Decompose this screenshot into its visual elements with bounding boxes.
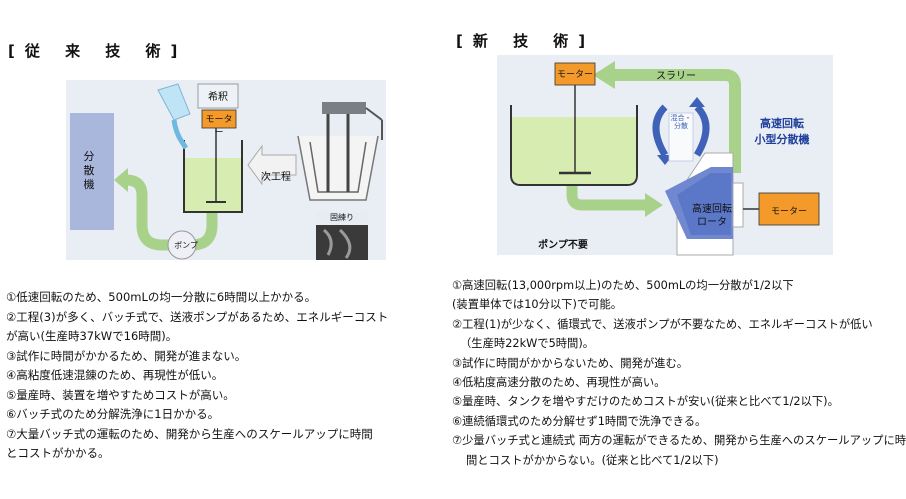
old-tech-title: [従 来 技 術] bbox=[8, 42, 188, 60]
mixing-dispersion-label: 混合・分散 bbox=[670, 114, 692, 130]
old-tank-liquid bbox=[185, 158, 241, 211]
high-speed-rotor bbox=[665, 152, 744, 256]
pump-icon bbox=[167, 230, 197, 260]
new-tech-diagram bbox=[497, 55, 833, 256]
new-motor-top-label: モーター bbox=[556, 70, 593, 80]
dilution-label: 希釈 bbox=[208, 92, 228, 103]
new-tech-description: ①高速回転(13,000rpm以上)のため、500mLの均一分散が1/2以下 (… bbox=[452, 276, 906, 470]
new-motor-right-label: モーター bbox=[770, 207, 807, 217]
new-line-2: (装置単体では10分以下)で可能。 bbox=[452, 298, 623, 312]
new-line-10: 間とコストがかからない。(従来と比べて1/2以下) bbox=[466, 453, 719, 467]
beaker-icon bbox=[157, 83, 191, 121]
next-process-label: 次工程 bbox=[261, 172, 291, 183]
new-line-1: ①高速回転(13,000rpm以上)のため、500mLの均一分散が1/2以下 bbox=[452, 279, 794, 292]
old-motor-label: モーター bbox=[205, 115, 233, 138]
old-line-6: ⑤量産時、装置を増やすためコストが高い。 bbox=[6, 387, 235, 402]
old-line-4: ③試作に時間がかかるため、開発が進まない。 bbox=[6, 348, 247, 363]
old-tech-description: ①低速回転のため、500mLの均一分散に6時間以上かかる。 ②工程(3)が多く、… bbox=[6, 288, 388, 464]
new-tank-liquid bbox=[512, 117, 636, 184]
old-line-9: とコストがかかる。 bbox=[6, 446, 110, 460]
high-speed-rotor-label: 高速回転 ロータ bbox=[692, 204, 732, 228]
old-line-5: ④高粘度低速混錬のため、再現性が低い。 bbox=[6, 368, 224, 382]
old-line-3: が高い(生産時37kWで16時間)。 bbox=[6, 329, 178, 343]
slurry-label: スラリー bbox=[656, 71, 696, 82]
old-line-8: ⑦大量バッチ式の運転のため、開発から生産へのスケールアップに時間 bbox=[6, 426, 373, 441]
new-line-6: ④低粘度高速分散のため、再現性が高い。 bbox=[452, 376, 666, 390]
new-line-3: ②工程(1)が少なく、循環式で、送液ポンプが不要なため、エネルギーコストが低い bbox=[452, 317, 873, 331]
dispersion-machine-label: 分散機 bbox=[83, 150, 95, 191]
old-tech-diagram bbox=[66, 80, 386, 260]
slurry-arrow bbox=[613, 69, 741, 173]
old-line-1: ①低速回転のため、500mLの均一分散に6時間以上かかる。 bbox=[6, 290, 317, 304]
pump-label: ポンプ bbox=[174, 241, 198, 250]
new-line-4: （生産時22kWで5時間)。 bbox=[460, 337, 595, 351]
new-tech-title: [新 技 術] bbox=[456, 32, 596, 50]
old-line-7: ⑥バッチ式のため分解洗浄に1日かかる。 bbox=[6, 407, 220, 421]
kneader-machine bbox=[297, 102, 383, 201]
dilution-box bbox=[197, 83, 239, 109]
new-line-5: ③試作に時間がかからないため、開発が進む。 bbox=[452, 356, 689, 370]
flow-arrow-loop bbox=[124, 174, 218, 251]
outflow-arrow bbox=[566, 181, 647, 211]
new-line-7: ⑤量産時、タンクを増やすだけのためコストが安い(従来と比べて1/2以下)。 bbox=[452, 395, 839, 409]
no-pump-label: ポンプ不要 bbox=[538, 240, 588, 251]
old-motor bbox=[201, 109, 237, 129]
dispersion-machine bbox=[70, 113, 114, 230]
kneading-caption: 固練り bbox=[316, 212, 368, 223]
new-line-8: ⑥連続循環式のため分解せず1時間で洗浄できる。 bbox=[452, 414, 707, 428]
high-speed-small-disperser-label: 高速回転 小型分散機 bbox=[754, 117, 810, 146]
new-line-9: ⑦少量バッチ式と連続式 両方の運転ができるため、開発から生産へのスケールアップに… bbox=[452, 434, 906, 448]
rotation-arrows-icon bbox=[652, 97, 710, 165]
next-process-arrow bbox=[247, 144, 297, 186]
old-line-2: ②工程(3)が多く、バッチ式で、送液ポンプがあるため、エネルギーコスト bbox=[6, 309, 389, 324]
